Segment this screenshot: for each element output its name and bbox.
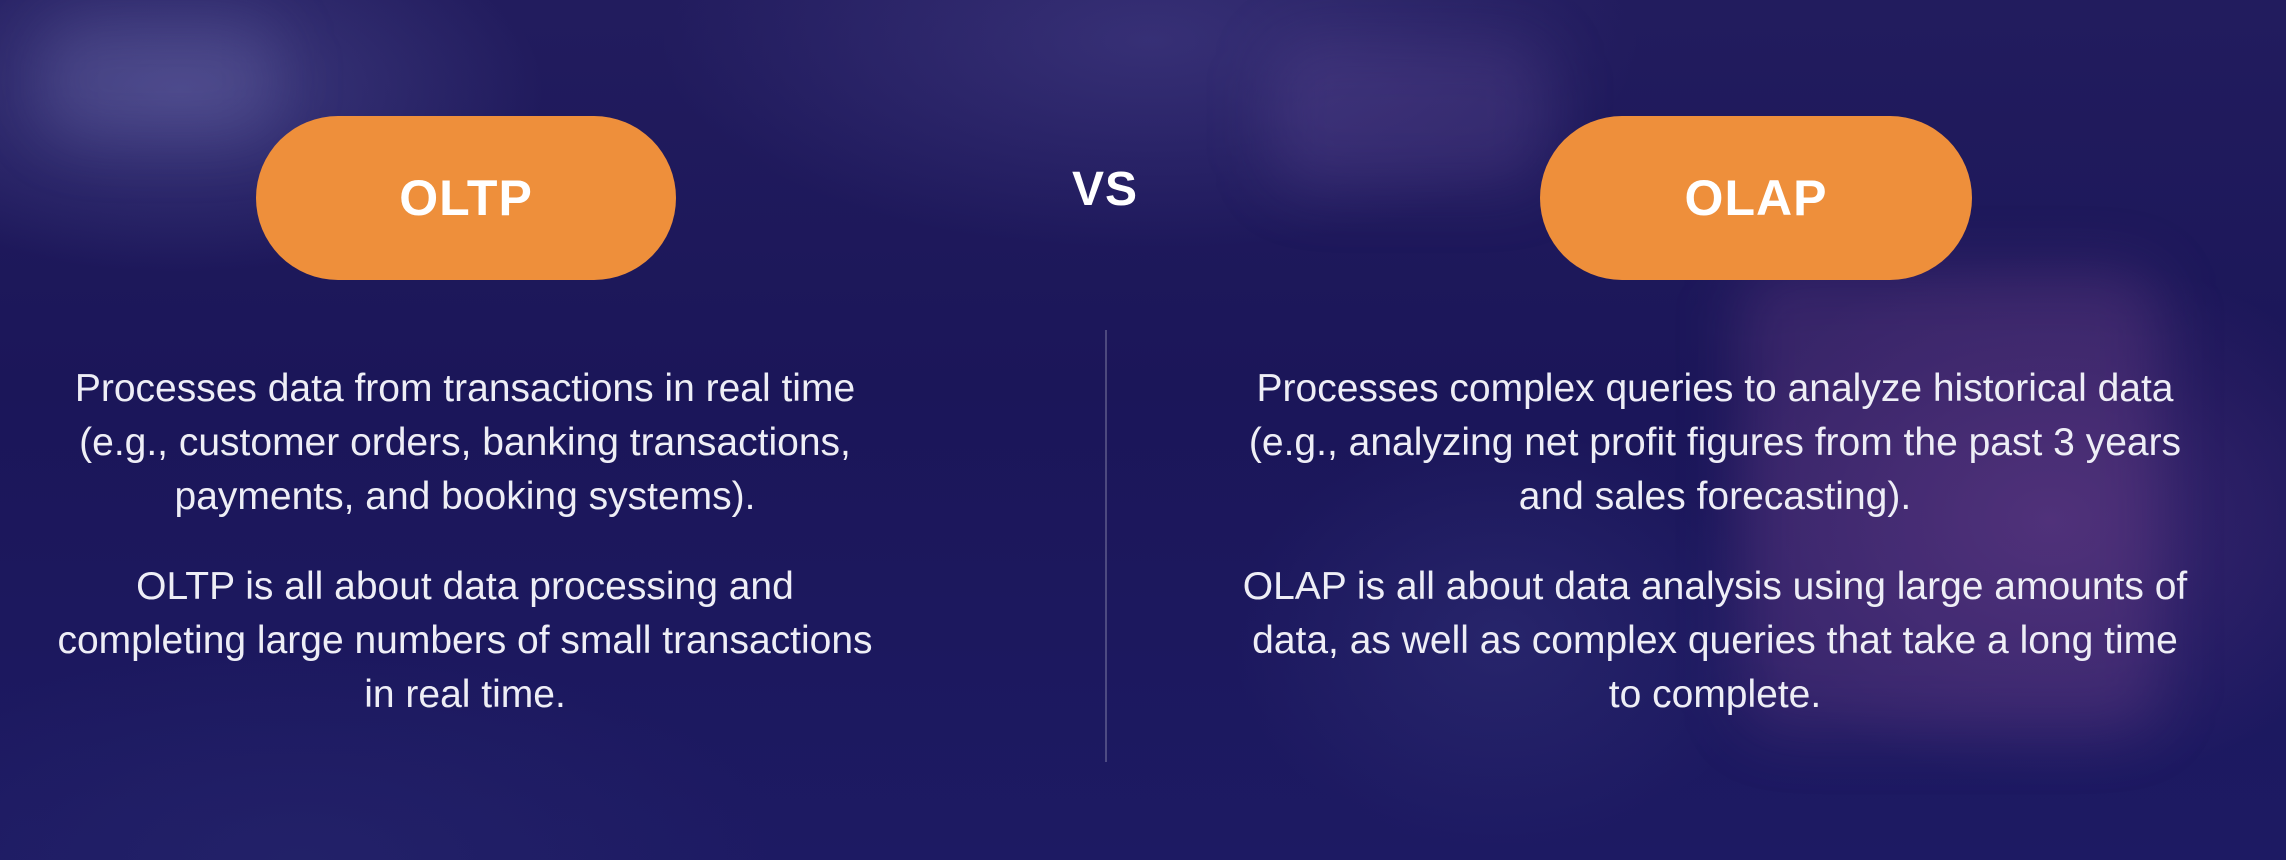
oltp-description: Processes data from transactions in real… — [74, 367, 856, 518]
background-blur-shape — [1270, 40, 1550, 190]
vs-label: VS — [1071, 163, 1139, 216]
background-blur-shape — [40, 20, 280, 140]
oltp-label: OLTP — [399, 170, 533, 226]
olap-description: Processes complex queries to analyze his… — [1248, 367, 2182, 518]
vertical-divider — [1105, 330, 1107, 762]
olap-summary: OLAP is all about data analysis using la… — [1242, 565, 2188, 716]
olap-text-column: Processes complex queries to analyze his… — [1240, 362, 2190, 722]
background-blur-shape — [1740, 270, 2160, 730]
olap-label-pill: OLAP — [1540, 116, 1972, 280]
olap-label: OLAP — [1684, 170, 1828, 226]
oltp-summary: OLTP is all about data processing and co… — [57, 565, 873, 716]
oltp-text-column: Processes data from transactions in real… — [40, 362, 890, 722]
oltp-label-pill: OLTP — [256, 116, 676, 280]
